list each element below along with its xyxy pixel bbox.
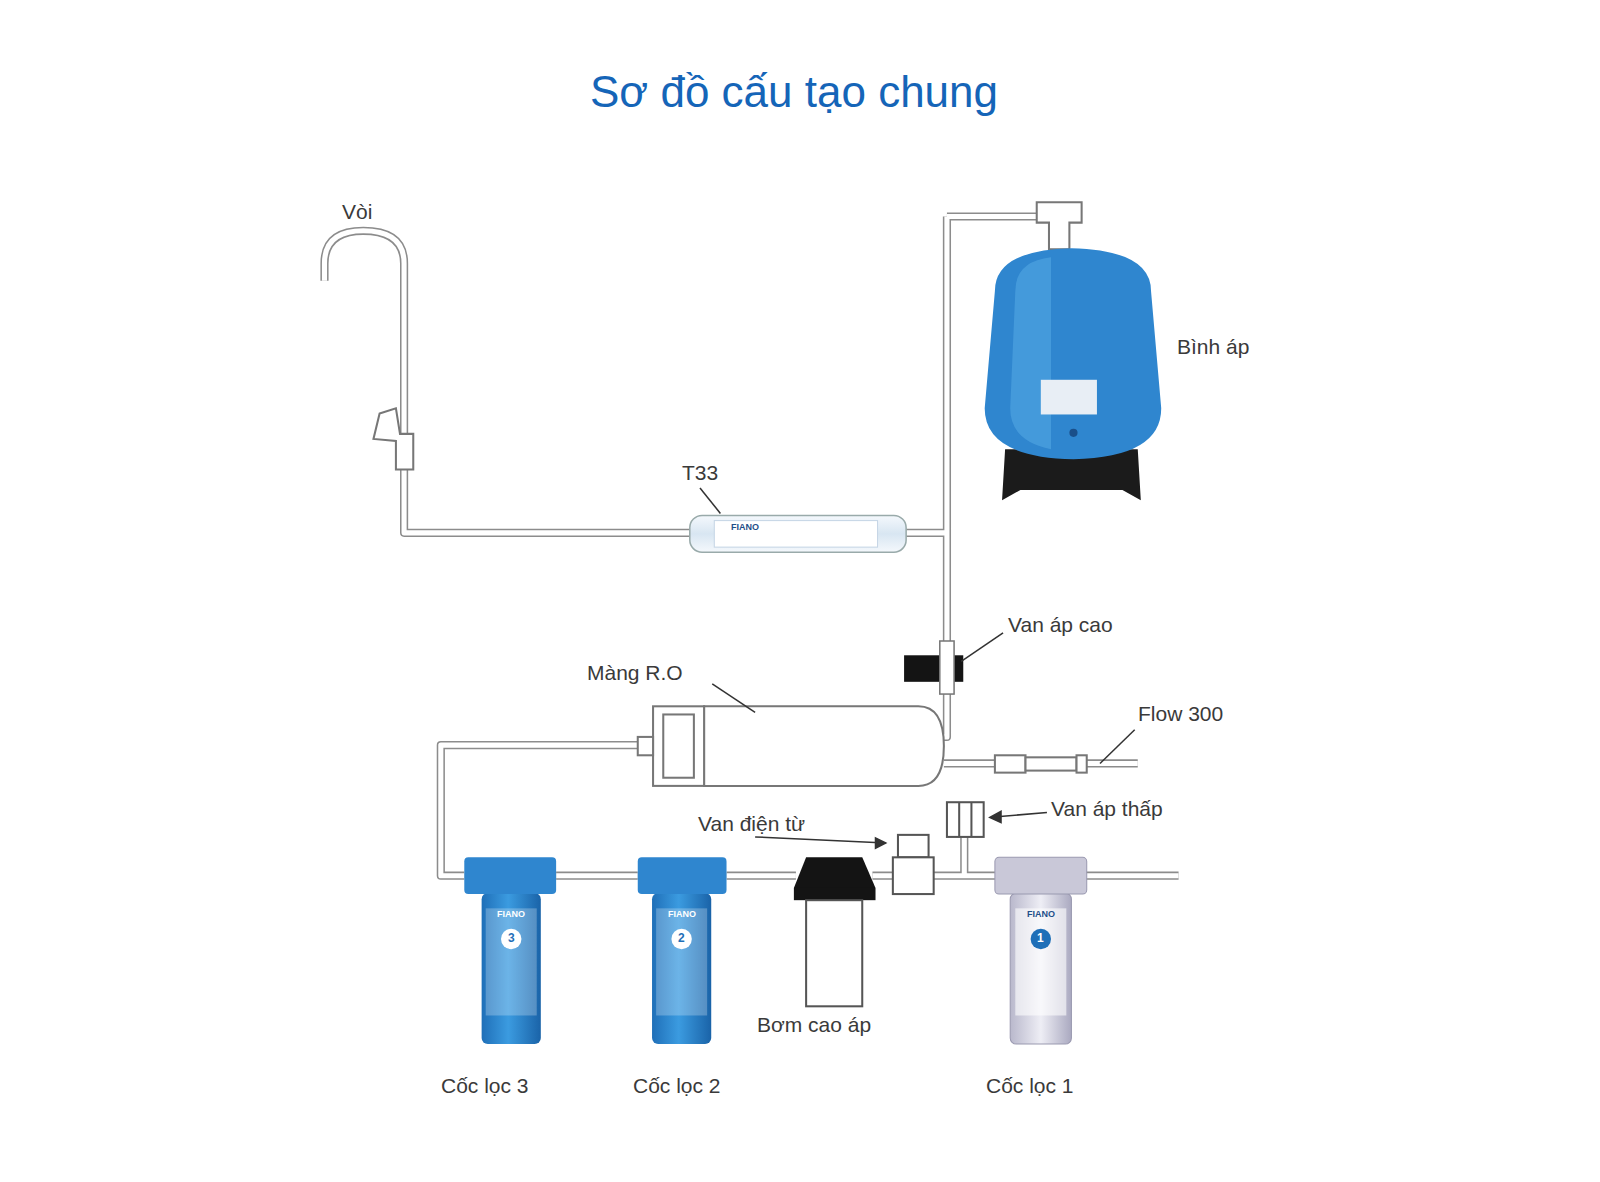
- brand-mark: FIANO: [1027, 910, 1055, 920]
- stage-number: 2: [678, 932, 685, 945]
- title: Sơ đồ cấu tạo chung: [590, 68, 998, 116]
- pipes: [324, 217, 1178, 876]
- stage-number: 1: [1037, 932, 1044, 945]
- part-name: Cốc lọc 2: [633, 1074, 721, 1097]
- part-name: Bơm cao áp: [757, 1013, 871, 1036]
- part-name: Cốc lọc 1: [986, 1074, 1074, 1097]
- part-name: Bình áp: [1177, 335, 1249, 358]
- stage-number: 3: [508, 932, 515, 945]
- brand-mark: FIANO: [731, 523, 759, 533]
- part-name: Cốc lọc 3: [441, 1074, 529, 1097]
- part-name: T33: [682, 461, 718, 484]
- brand-mark: FIANO: [668, 910, 696, 920]
- part-name: Màng R.O: [587, 661, 683, 684]
- part-name: Van áp cao: [1008, 613, 1113, 636]
- part-name: Van áp thấp: [1051, 797, 1163, 820]
- brand-mark: FIANO: [497, 910, 525, 920]
- part-name: Flow 300: [1138, 702, 1223, 725]
- part-name: Van điện từ: [698, 812, 805, 835]
- part-name: Vòi: [342, 200, 372, 223]
